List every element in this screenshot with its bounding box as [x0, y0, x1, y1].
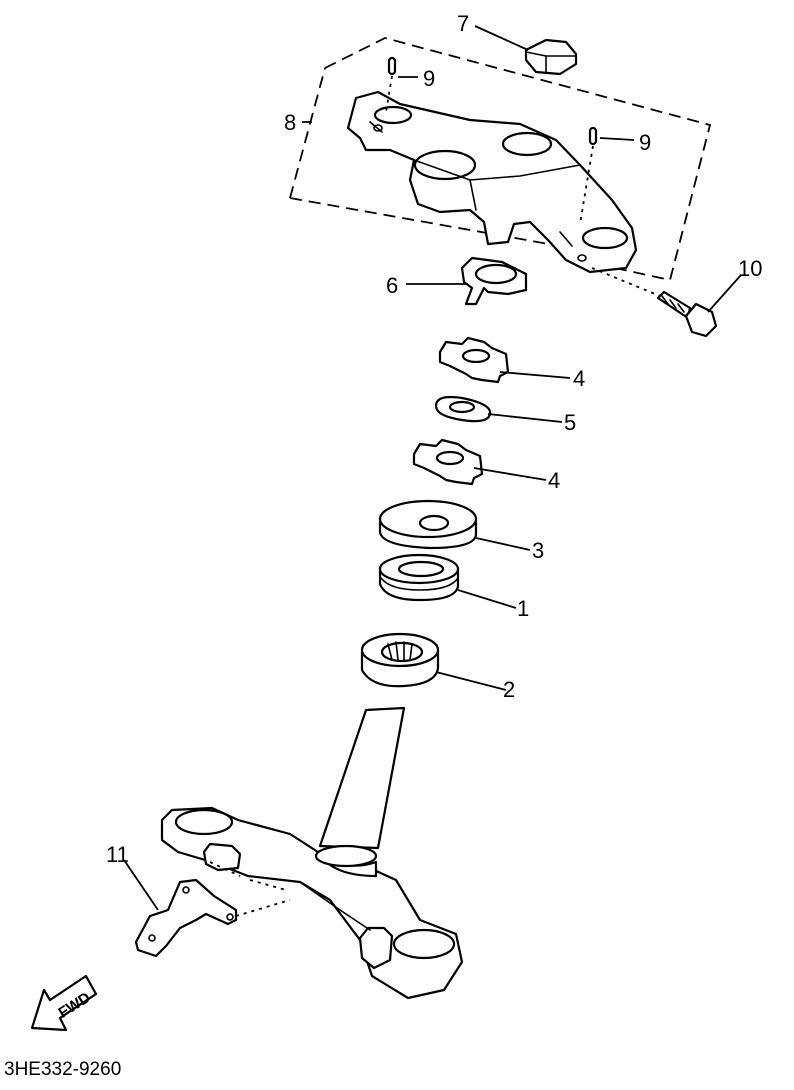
- cable-bracket: [134, 878, 238, 958]
- callout-4-lower: 4: [548, 468, 560, 493]
- callout-3: 3: [532, 538, 544, 563]
- callout-5: 5: [564, 410, 576, 435]
- callout-7: 7: [457, 11, 469, 36]
- callout-11: 11: [106, 842, 129, 867]
- ring-nut-lower: [412, 438, 484, 486]
- callout-6: 6: [386, 273, 398, 298]
- pin-right: [588, 126, 598, 146]
- callout-2: 2: [503, 677, 515, 702]
- callout-9-left: 9: [423, 66, 435, 91]
- cable-guide-washer: [460, 256, 528, 306]
- lower-bearing: [360, 632, 440, 688]
- callout-8: 8: [284, 110, 296, 135]
- upper-bracket-assembly: [289, 37, 712, 282]
- callout-4-upper: 4: [573, 366, 585, 391]
- washer: [434, 395, 492, 423]
- forward-arrow: FWD: [30, 974, 98, 1032]
- pinch-bolt: [591, 267, 718, 338]
- upper-bracket: [346, 90, 638, 274]
- pin-left: [387, 56, 397, 76]
- leader-lines: [123, 25, 742, 911]
- assembly-dashed-outline: [289, 37, 712, 282]
- upper-bearing: [378, 553, 460, 602]
- callout-9-right: 9: [639, 130, 651, 155]
- ring-nut-upper: [438, 336, 510, 384]
- figure-code: 3HE332-9260: [4, 1059, 121, 1080]
- callout-1: 1: [517, 596, 529, 621]
- lower-bracket-stem: [160, 706, 464, 1000]
- bearing-cover: [378, 499, 478, 550]
- callout-10: 10: [738, 256, 762, 281]
- callout-labels: 7 9 8 9 10 6 4 5 4 3 1 2 11: [106, 11, 762, 867]
- cap-nut: [524, 38, 578, 76]
